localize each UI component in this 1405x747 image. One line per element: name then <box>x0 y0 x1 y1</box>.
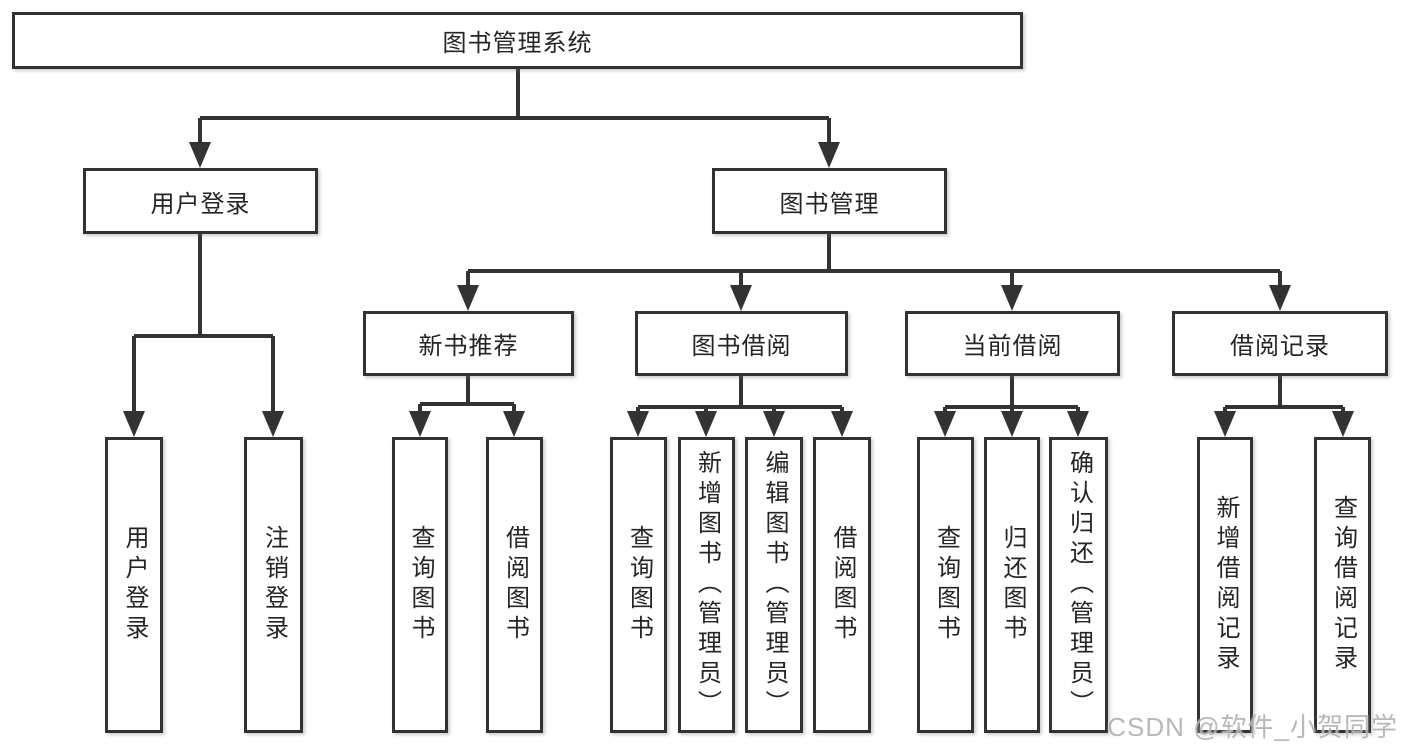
arrowhead <box>1332 411 1354 437</box>
arrowhead <box>818 142 840 168</box>
leaf-borrow-borrow-books: 借阅图书 <box>813 437 871 733</box>
arrowhead <box>123 411 145 437</box>
node-book-management-label: 图书管理 <box>779 190 880 218</box>
connector-root <box>198 68 831 144</box>
leaf-logout-label: 注销登录 <box>260 525 288 645</box>
leaf-user-login-label: 用户登录 <box>121 525 148 645</box>
arrowhead <box>1067 411 1089 437</box>
leaf-borrow-borrow-books-label: 借阅图书 <box>829 525 856 645</box>
connector-borrowing-records <box>1223 376 1345 413</box>
leaf-borrow-edit-books-admin: 编辑图书（管理员） <box>745 437 803 733</box>
leaf-logout: 注销登录 <box>244 437 303 733</box>
connector-book-management <box>466 234 1282 287</box>
node-new-book-recommend-label: 新书推荐 <box>418 333 519 360</box>
connector-user-login <box>132 234 275 413</box>
connector-borrowing-records-arrowheads <box>1214 411 1354 437</box>
connector-user-login-arrowheads <box>123 411 284 437</box>
arrowhead <box>763 411 785 437</box>
connector-current-borrowing-arrowheads <box>934 411 1089 437</box>
arrowhead <box>1214 411 1236 437</box>
connector-new-book-recommend-arrowheads <box>409 411 525 437</box>
leaf-current-return-books-label: 归还图书 <box>999 525 1026 645</box>
leaf-newbook-query-books-label: 查询图书 <box>407 525 434 645</box>
arrowhead <box>695 411 717 437</box>
connector-book-borrowing <box>636 376 844 413</box>
node-current-borrowing-label: 当前借阅 <box>962 333 1063 360</box>
arrowhead <box>503 411 525 437</box>
leaf-borrow-edit-books-admin-label: 编辑图书（管理员） <box>761 450 788 720</box>
arrowhead <box>1269 285 1291 311</box>
leaf-borrow-add-books-admin-label: 新增图书（管理员） <box>693 450 721 720</box>
connector-book-management-arrowheads <box>457 285 1291 311</box>
arrowhead <box>730 285 752 311</box>
node-new-book-recommend: 新书推荐 <box>363 311 574 376</box>
leaf-current-confirm-return-admin: 确认归还（管理员） <box>1049 437 1108 733</box>
node-current-borrowing: 当前借阅 <box>905 311 1120 376</box>
node-book-management: 图书管理 <box>712 168 947 234</box>
arrowhead <box>409 411 431 437</box>
arrowhead <box>1001 285 1023 311</box>
leaf-borrow-query-books-label: 查询图书 <box>625 525 653 645</box>
leaf-records-query-record: 查询借阅记录 <box>1314 437 1371 733</box>
node-book-management-system: 图书管理系统 <box>12 12 1023 69</box>
arrowhead <box>457 285 479 311</box>
leaf-borrow-add-books-admin: 新增图书（管理员） <box>678 437 735 733</box>
leaf-current-query-books: 查询图书 <box>917 437 974 733</box>
leaf-records-add-record: 新增借阅记录 <box>1197 437 1253 733</box>
arrowhead <box>262 411 284 437</box>
connector-root-arrowheads <box>189 142 840 168</box>
arrowhead <box>934 411 956 437</box>
arrowhead <box>189 142 211 168</box>
arrowhead <box>831 411 853 437</box>
leaf-newbook-borrow-books: 借阅图书 <box>486 437 543 733</box>
arrowhead <box>1001 411 1023 437</box>
leaf-user-login: 用户登录 <box>105 437 163 733</box>
leaf-current-return-books: 归还图书 <box>984 437 1040 733</box>
node-borrowing-records: 借阅记录 <box>1172 311 1388 376</box>
leaf-records-query-record-label: 查询借阅记录 <box>1329 495 1357 675</box>
node-book-management-system-label: 图书管理系统 <box>442 30 593 57</box>
leaf-current-query-books-label: 查询图书 <box>932 525 960 645</box>
node-book-borrowing-label: 图书借阅 <box>691 333 792 360</box>
connector-current-borrowing <box>943 376 1080 413</box>
arrowhead <box>627 411 649 437</box>
node-user-login: 用户登录 <box>83 168 318 234</box>
leaf-borrow-query-books: 查询图书 <box>610 437 667 733</box>
connector-new-book-recommend <box>418 376 516 413</box>
leaf-newbook-query-books: 查询图书 <box>392 437 448 733</box>
node-user-login-label: 用户登录 <box>150 190 251 218</box>
node-book-borrowing: 图书借阅 <box>635 311 848 376</box>
connector-book-borrowing-arrowheads <box>627 411 853 437</box>
node-borrowing-records-label: 借阅记录 <box>1230 333 1330 360</box>
leaf-newbook-borrow-books-label: 借阅图书 <box>501 525 529 645</box>
leaf-current-confirm-return-admin-label: 确认归还（管理员） <box>1065 450 1093 720</box>
leaf-records-add-record-label: 新增借阅记录 <box>1212 495 1239 675</box>
